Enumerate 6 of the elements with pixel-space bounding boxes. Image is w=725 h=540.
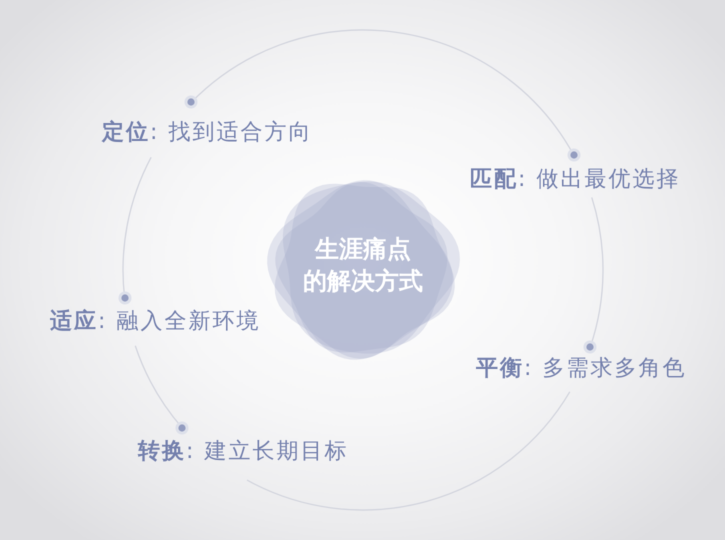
center-title: 生涯痛点的解决方式: [302, 234, 424, 297]
point-label: 定位: 找到适合方向: [102, 119, 312, 147]
point-label: 匹配: 做出最优选择: [470, 166, 680, 194]
point-label: 平衡: 多需求多角色: [476, 355, 686, 383]
point-label: 适应: 融入全新环境: [50, 308, 260, 336]
point-label: 转换: 建立长期目标: [138, 438, 348, 466]
